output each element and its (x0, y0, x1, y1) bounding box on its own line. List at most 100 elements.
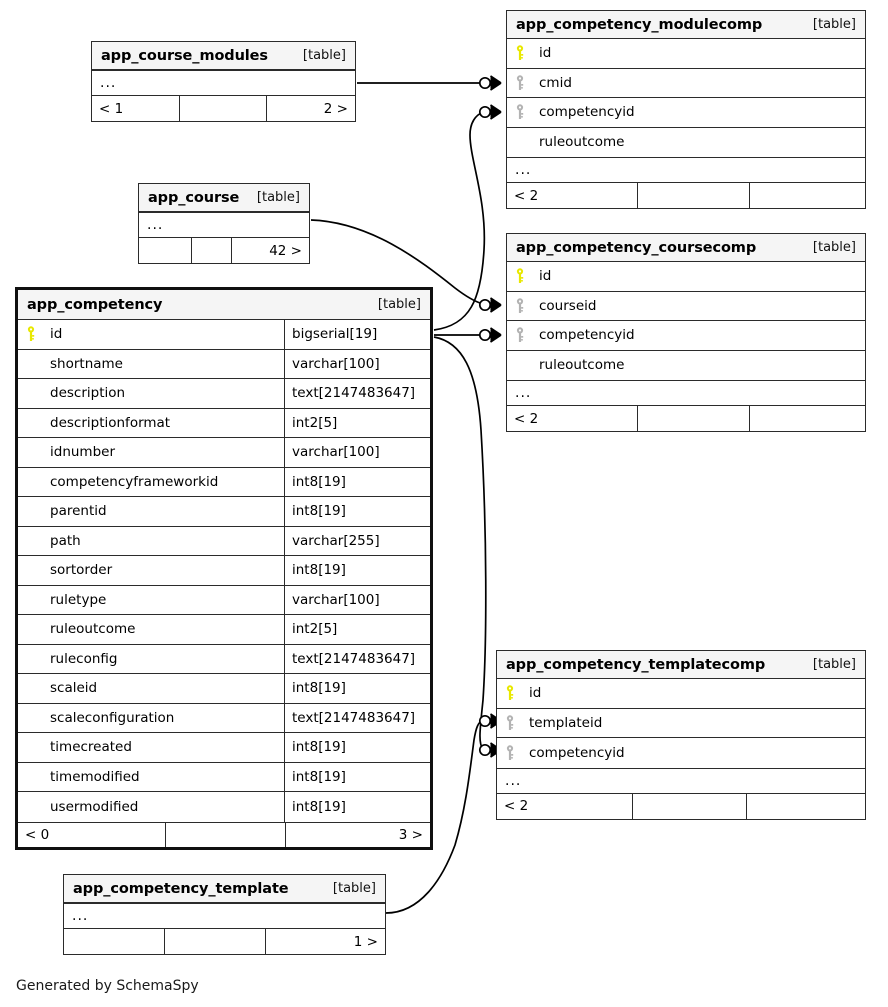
column-name: sortorder (50, 562, 113, 579)
crowfoot-coursecomp-competencyid (478, 327, 502, 343)
column-row[interactable]: scaleid int8[19] (18, 674, 430, 704)
column-name-cell: id (507, 268, 865, 284)
table-header: app_competency_template [table] (64, 875, 385, 903)
column-name: path (50, 532, 81, 549)
footer-children-count (750, 406, 865, 431)
table-app-competency-templatecomp[interactable]: app_competency_templatecomp [table] id te… (496, 650, 866, 820)
table-footer: < 2 (497, 793, 865, 819)
column-type: varchar[100] (284, 585, 430, 614)
table-app-competency-template[interactable]: app_competency_template [table] ... 1 > (63, 874, 386, 955)
table-type-label: [table] (812, 240, 856, 255)
columns-ellipsis: ... (139, 212, 309, 238)
footer-middle (192, 238, 233, 263)
table-type-label: [table] (812, 657, 856, 672)
column-name-cell: competencyframeworkid (18, 474, 284, 490)
column-type: int2[5] (284, 615, 430, 644)
column-row[interactable]: ruleoutcome (507, 351, 865, 381)
table-name: app_competency_templatecomp (506, 656, 766, 673)
primary-key-icon (26, 326, 48, 342)
column-name-cell: templateid (497, 715, 865, 731)
column-row[interactable]: descriptionformat int2[5] (18, 408, 430, 438)
column-name-cell: competencyid (497, 745, 865, 761)
table-footer: < 2 (507, 406, 865, 431)
column-name-cell: shortname (18, 356, 284, 372)
footer-children-count (747, 794, 865, 819)
table-app-course[interactable]: app_course [table] ... 42 > (138, 183, 310, 264)
footer-middle (633, 793, 748, 819)
column-row[interactable]: cmid (507, 69, 865, 98)
table-name: app_competency_coursecomp (516, 239, 757, 256)
column-row[interactable]: competencyid (497, 738, 865, 768)
table-header: app_course_modules [table] (92, 42, 355, 70)
edge-competency-to-modulecomp (433, 111, 486, 331)
footer-children-count: 2 > (323, 100, 348, 117)
footer-children-count: 3 > (398, 826, 423, 843)
column-name-cell: competencyid (507, 327, 865, 343)
table-type-label: [table] (812, 17, 856, 32)
table-header: app_competency_templatecomp [table] (497, 651, 865, 679)
column-name: ruleoutcome (539, 134, 625, 151)
column-row[interactable]: ruleoutcome (507, 128, 865, 158)
column-name: descriptionformat (50, 414, 171, 431)
column-name-cell: descriptionformat (18, 415, 284, 431)
column-row[interactable]: timecreated int8[19] (18, 733, 430, 763)
column-name: cmid (539, 74, 572, 91)
column-name-cell: ruletype (18, 592, 284, 608)
column-row[interactable]: templateid (497, 709, 865, 738)
table-footer: < 2 (507, 183, 865, 208)
column-type: int8[19] (284, 674, 430, 703)
column-name-cell: courseid (507, 298, 865, 314)
table-footer: < 1 2 > (92, 96, 355, 121)
table-footer: 1 > (64, 929, 385, 954)
table-name: app_course_modules (101, 47, 268, 64)
column-row[interactable]: id (507, 39, 865, 69)
table-type-label: [table] (377, 297, 421, 312)
column-name-cell: id (18, 326, 284, 342)
column-name-cell: timecreated (18, 739, 284, 755)
table-type-label: [table] (332, 881, 376, 896)
column-type: int8[19] (284, 733, 430, 762)
column-type: int2[5] (284, 408, 430, 437)
column-name-cell: ruleoutcome (18, 621, 284, 637)
table-type-label: [table] (302, 48, 346, 63)
column-row[interactable]: id (507, 262, 865, 292)
column-name-cell: parentid (18, 503, 284, 519)
table-app-course-modules[interactable]: app_course_modules [table] ... < 1 2 > (91, 41, 356, 122)
footer-parents-count: < 1 (92, 96, 180, 121)
column-name-cell: id (497, 685, 865, 701)
foreign-key-icon (505, 715, 527, 731)
column-name: courseid (539, 297, 597, 314)
column-name: templateid (529, 714, 603, 731)
column-type: int8[19] (284, 762, 430, 791)
foreign-key-icon (515, 327, 537, 343)
column-row[interactable]: id (497, 679, 865, 709)
column-row[interactable]: courseid (507, 292, 865, 321)
table-app-competency-coursecomp[interactable]: app_competency_coursecomp [table] id cour… (506, 233, 866, 432)
table-name: app_competency_template (73, 880, 289, 897)
column-name: competencyid (539, 104, 635, 121)
column-name: timecreated (50, 739, 132, 756)
column-type: bigserial[19] (284, 320, 430, 349)
table-header: app_competency_coursecomp [table] (507, 234, 865, 262)
footer-children-count: 42 > (269, 242, 302, 259)
table-header: app_competency [table] (18, 290, 430, 320)
column-row[interactable]: competencyid (507, 321, 865, 351)
column-name: scaleid (50, 680, 98, 697)
column-row[interactable]: competencyid (507, 98, 865, 128)
